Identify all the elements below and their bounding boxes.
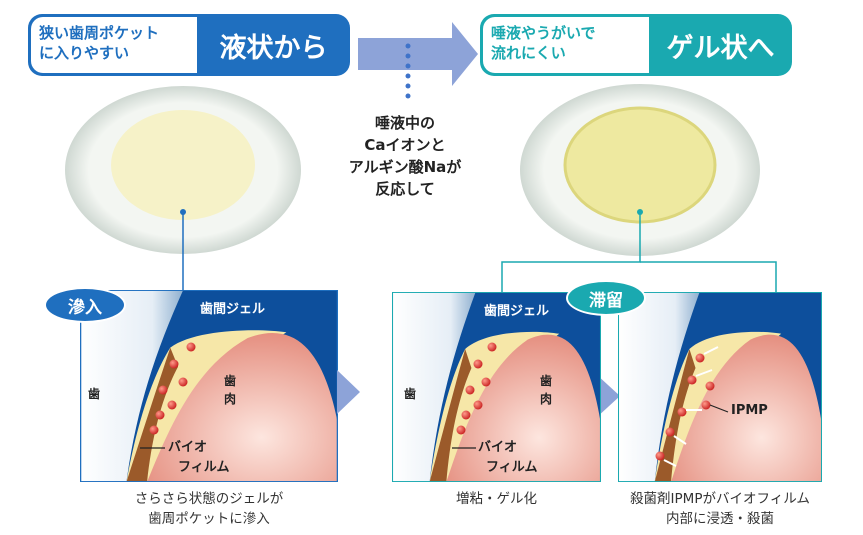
step-arrow-1 [337,370,360,414]
reaction-line1: 唾液中の [374,114,435,132]
ipmp-label: IPMP [731,403,768,418]
biofilm2-line1: バイオ [478,440,518,455]
gum-label-2: 歯肉 [540,374,553,406]
transition-arrow [358,22,478,86]
ipmp-particles [655,346,729,467]
gel-desc-line2: 流れにくい [491,44,566,62]
reaction-line4: 反応して [375,180,435,198]
panel1-caption: さらさら状態のジェルが 歯周ポケットに滲入 [80,489,338,529]
panel2-caption: 増粘・ゲル化 [456,491,537,507]
gel-particles [149,342,196,435]
liquid-state-description: 狭い歯周ポケット に入りやすい [31,17,197,73]
liquid-state-badge: 狭い歯周ポケット に入りやすい 液状から [28,14,350,76]
gel-label-2: 歯間ジェル [484,304,550,319]
biofilm-label: バイオ フィルム [168,438,229,478]
panel1-caption-line2: 歯周ポケットに滲入 [148,511,270,527]
panel-sterilization [618,292,822,482]
step-arrow-2 [596,374,620,418]
biofilm-label-2: バイオ フィルム [478,438,537,478]
infiltration-tag: 滲入 [44,287,126,323]
gel-state-description: 唾液やうがいで 流れにくい [483,17,649,73]
panel3-caption-line1: 殺菌剤IPMPがバイオフィルム [630,491,810,507]
biofilm-line1: バイオ [168,440,208,455]
dotted-connector [405,43,411,99]
reaction-line3: アルギン酸Naが [348,158,462,176]
gel-state-badge: 唾液やうがいで 流れにくい ゲル状へ [480,14,792,76]
panel3-caption: 殺菌剤IPMPがバイオフィルム 内部に浸透・殺菌 [600,489,840,529]
liquid-gel-dish-image [65,86,301,254]
gel-state-title: ゲル状へ [666,32,775,64]
gel-label: 歯間ジェル [200,302,266,317]
panel3-caption-line2: 内部に浸透・殺菌 [666,511,774,527]
liquid-desc-line1: 狭い歯周ポケット [39,24,160,42]
gel-desc-line1: 唾液やうがいで [491,24,596,42]
gum-label: 歯肉 [224,374,237,406]
liquid-state-title: 液状から [219,32,328,64]
tooth-label-2: 歯 [404,387,417,401]
retention-tag: 滞留 [566,280,646,316]
liquid-desc-line2: に入りやすい [39,44,130,62]
reaction-line2: Caイオンと [364,136,446,154]
gel-particles-2 [456,342,497,435]
biofilm2-line2: フィルム [486,460,538,475]
gelled-dish-image [520,84,760,256]
reaction-description: 唾液中の Caイオンと アルギン酸Naが 反応して [340,112,470,200]
panel1-caption-line1: さらさら状態のジェルが [134,491,284,507]
tooth-label: 歯 [88,387,101,401]
biofilm-line2: フィルム [178,460,230,475]
